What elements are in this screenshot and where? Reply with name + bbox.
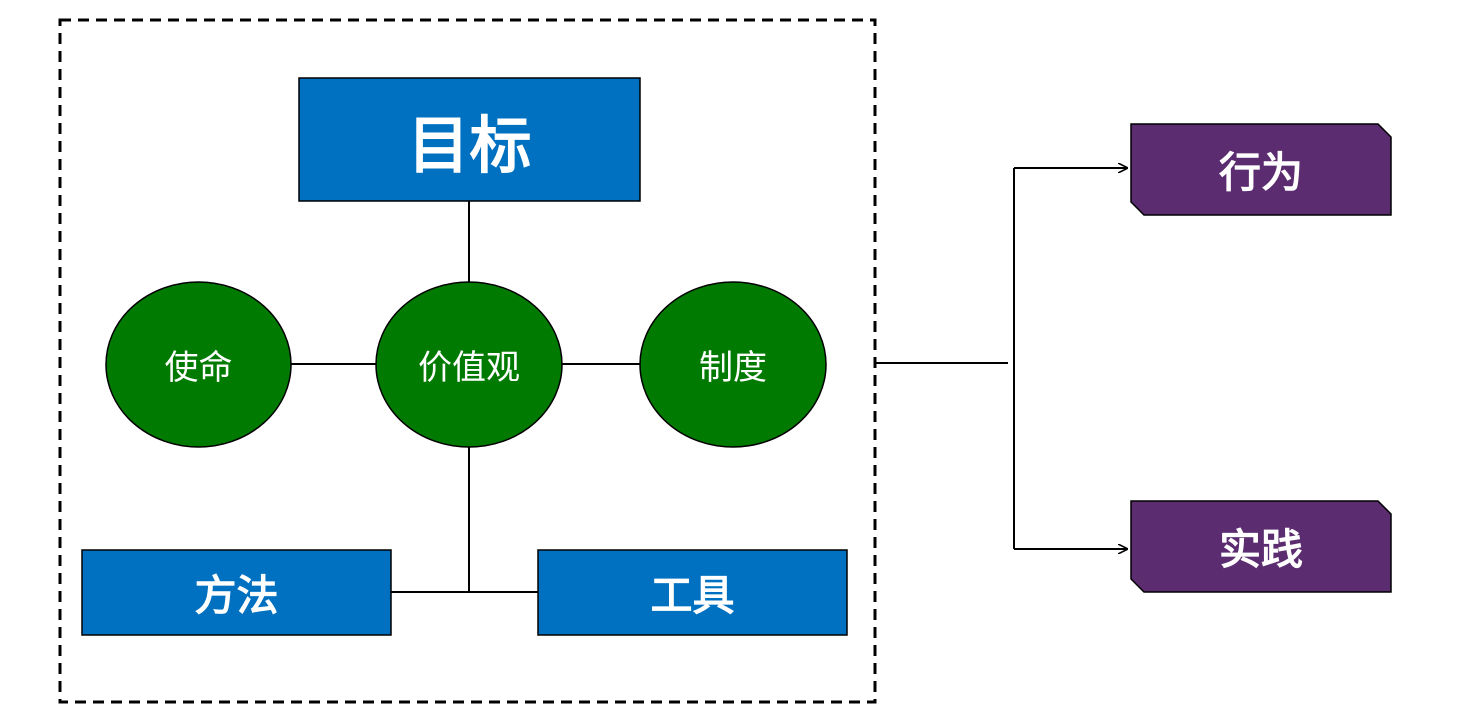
tool-label: 工具 — [650, 571, 735, 620]
mission-circle — [105, 281, 292, 448]
method-box — [81, 549, 392, 636]
behavior-box — [1130, 123, 1392, 216]
goal-label: 目标 — [407, 108, 532, 182]
mission-label: 使命 — [164, 348, 233, 388]
goal-box — [298, 77, 641, 202]
behavior-label: 行为 — [1218, 148, 1303, 197]
practice-label: 实践 — [1218, 525, 1303, 574]
values-label: 价值观 — [418, 348, 520, 388]
tool-box — [537, 549, 848, 636]
method-label: 方法 — [194, 571, 279, 620]
system-label: 制度 — [699, 348, 767, 388]
values-circle — [375, 281, 563, 448]
system-circle — [639, 281, 827, 448]
dashed-group-boundary — [58, 18, 877, 704]
practice-box — [1130, 500, 1392, 593]
